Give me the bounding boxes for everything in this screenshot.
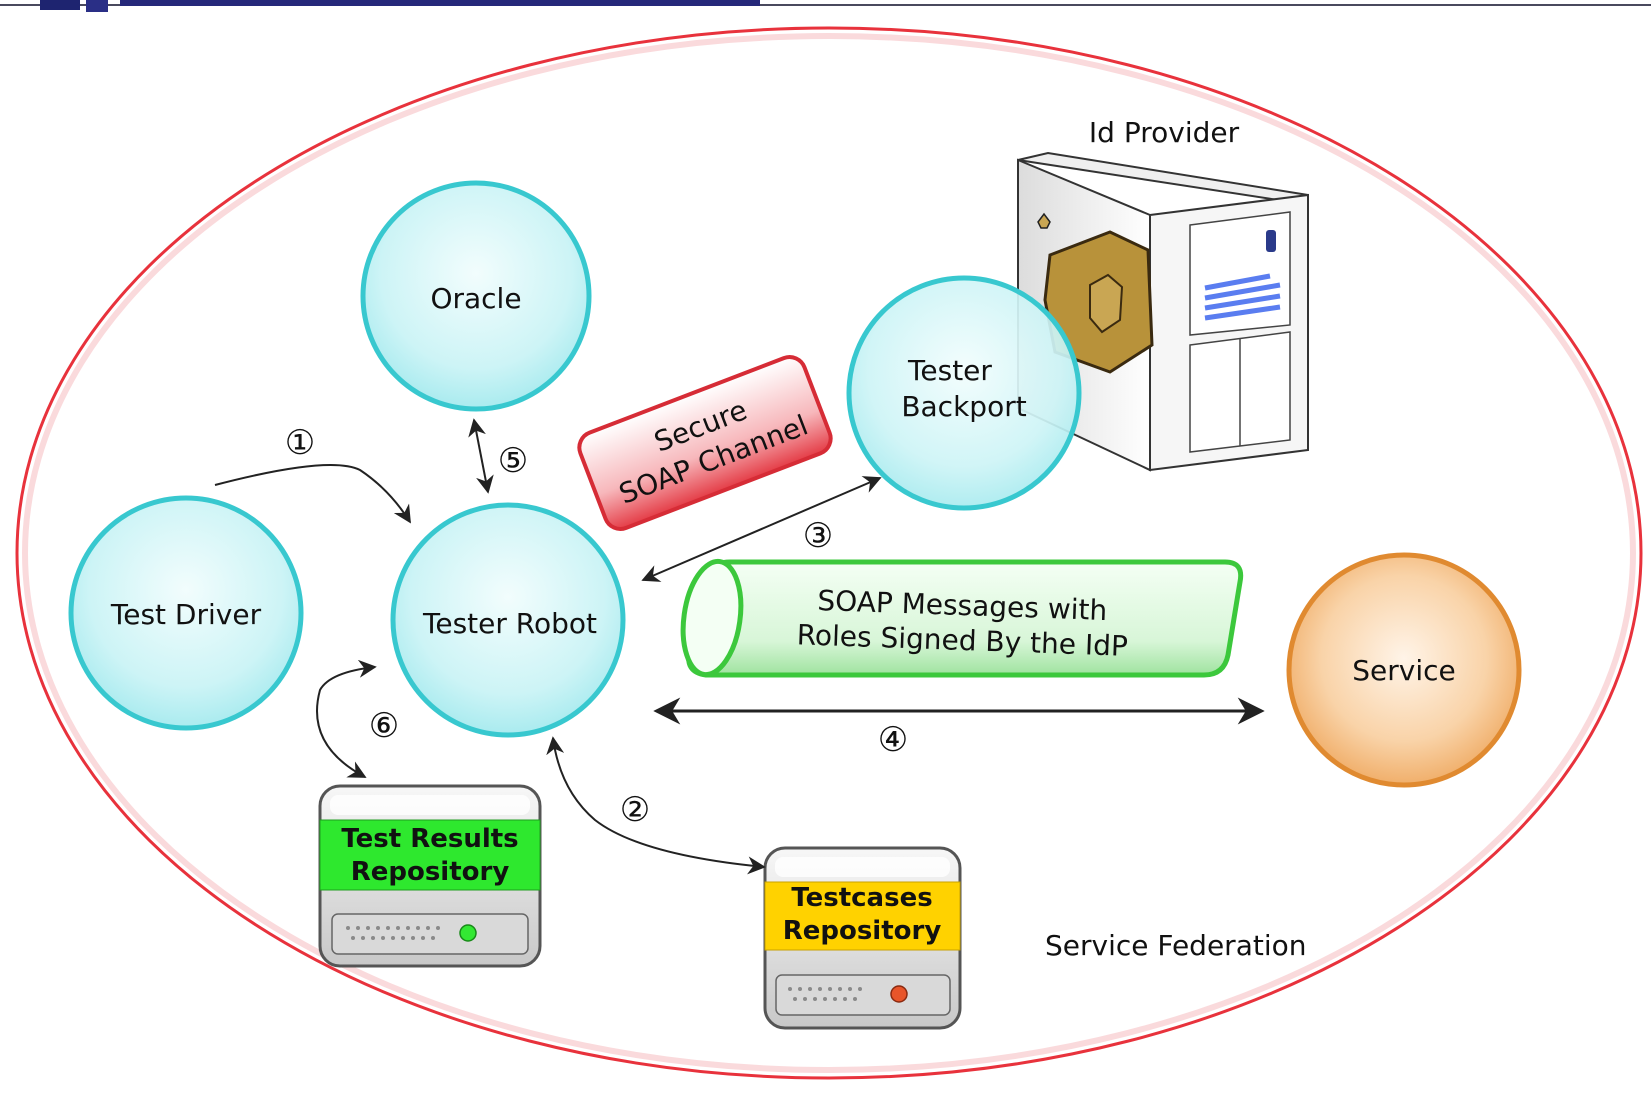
test-results-repository-drive-icon: Test Results Repository <box>318 784 542 968</box>
test-driver-node: Test Driver <box>68 495 304 731</box>
arrow-step-2 <box>546 736 766 875</box>
connection-arrows <box>214 418 1265 875</box>
server-vent-lines-icon <box>1204 273 1281 321</box>
service-federation-label: Service Federation <box>1045 929 1307 962</box>
id-provider-server-icon <box>1017 151 1309 472</box>
oracle-label: Oracle <box>430 282 521 315</box>
step-3-label: ③ <box>803 516 833 556</box>
tester-backport-node: Tester Backport <box>846 275 1082 511</box>
step-5-label: ⑤ <box>498 441 528 481</box>
tester-robot-node: Tester Robot <box>390 502 626 738</box>
step-4-label: ④ <box>878 720 908 760</box>
id-provider-label: Id Provider <box>1089 116 1240 149</box>
step-1-label: ① <box>285 423 315 463</box>
testcases-label-line1: Testcases <box>791 883 932 913</box>
secure-soap-channel: Secure SOAP Channel <box>577 355 833 531</box>
oracle-node: Oracle <box>360 180 592 412</box>
step-6-label: ⑥ <box>369 706 399 746</box>
test-results-label-line1: Test Results <box>341 824 518 854</box>
soap-messages-pipe: SOAP Messages with Roles Signed By the I… <box>680 558 1244 678</box>
service-label: Service <box>1352 654 1455 687</box>
step-2-label: ② <box>620 790 650 830</box>
federation-boundary <box>15 26 1643 1080</box>
arrow-step-1 <box>214 464 411 524</box>
testcases-label-line2: Repository <box>783 916 942 946</box>
status-led-green-icon <box>459 924 477 942</box>
service-node: Service <box>1286 552 1522 788</box>
tester-backport-label-line2: Backport <box>901 390 1026 423</box>
tester-backport-label-line1: Tester <box>907 354 992 387</box>
arrow-step-3 <box>641 476 882 582</box>
arrow-step-5 <box>468 418 494 494</box>
arrow-step-6 <box>316 659 377 778</box>
header-strip <box>0 0 1651 12</box>
test-results-label-line2: Repository <box>351 857 510 887</box>
tester-robot-label: Tester Robot <box>422 607 597 640</box>
test-driver-label: Test Driver <box>110 598 262 631</box>
status-led-red-icon <box>890 985 908 1003</box>
step-numbers: ① ⑤ ③ ④ ② ⑥ <box>285 423 908 830</box>
testcases-repository-drive-icon: Testcases Repository <box>763 846 962 1030</box>
